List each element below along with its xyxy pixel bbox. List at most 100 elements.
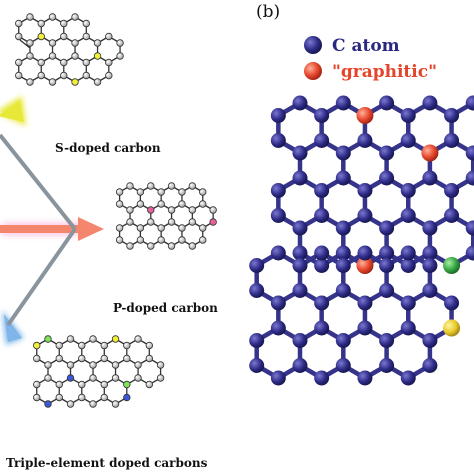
dopant-atom <box>356 257 374 274</box>
carbon-atom <box>199 224 207 232</box>
carbon-atom <box>71 13 79 21</box>
carbon-atom <box>145 380 154 389</box>
carbon-atom <box>136 200 145 208</box>
carbon-atom <box>444 295 460 311</box>
carbon-atom <box>111 400 120 408</box>
dopant-atom <box>443 319 461 337</box>
carbon-atom <box>292 170 308 186</box>
panel-label-b: (b) <box>256 2 280 22</box>
dopant-atom <box>123 393 131 402</box>
carbon-atom <box>335 220 351 236</box>
carbon-atom <box>465 95 474 111</box>
dopant-atom <box>356 107 374 124</box>
carbon-atom <box>422 358 438 373</box>
carbon-atom <box>105 58 113 67</box>
carbon-atom <box>71 52 79 60</box>
carbon-atom <box>44 374 52 382</box>
carbon-atom <box>134 335 142 343</box>
carbon-atom <box>292 145 308 161</box>
carbon-atom <box>188 182 197 190</box>
carbon-atom <box>292 333 308 348</box>
p-doped-carbon-structure <box>115 182 217 250</box>
carbon-atom <box>157 200 165 208</box>
carbon-atom <box>111 361 120 369</box>
carbon-atom <box>188 218 197 226</box>
carbon-atom <box>357 370 373 386</box>
carbon-atom <box>465 170 474 186</box>
carbon-atom <box>66 361 75 369</box>
carbon-atom <box>379 145 395 161</box>
dopant-atom <box>66 374 75 382</box>
carbon-atom <box>249 283 265 298</box>
graphene-lattice <box>249 95 474 386</box>
carbon-atom <box>55 354 63 363</box>
carbon-atom <box>33 354 41 363</box>
dopant-atom <box>147 206 155 214</box>
carbon-atom <box>136 224 145 232</box>
carbon-atom <box>422 333 438 348</box>
carbon-atom <box>33 380 41 389</box>
carbon-atom <box>188 242 197 250</box>
carbon-atom <box>82 19 90 28</box>
carbon-atom <box>126 242 134 250</box>
carbon-atom <box>199 188 207 196</box>
carbon-atom <box>292 95 308 111</box>
carbon-atom <box>48 13 57 21</box>
s-doped-carbon-structure <box>15 13 124 86</box>
carbon-atom <box>379 245 395 261</box>
carbon-atom <box>37 71 45 80</box>
carbon-atom <box>270 208 286 223</box>
carbon-atom <box>71 39 79 47</box>
carbon-atom <box>26 13 34 21</box>
carbon-atom <box>249 333 265 348</box>
carbon-atom <box>400 295 416 311</box>
carbon-atom <box>116 52 124 60</box>
carbon-atom <box>134 374 142 382</box>
carbon-atom <box>89 374 97 382</box>
carbon-atom <box>60 19 68 28</box>
carbon-atom <box>55 380 63 389</box>
carbon-atom <box>400 320 416 336</box>
carbon-atom <box>66 400 75 408</box>
carbon-atom <box>93 39 102 47</box>
carbon-atom <box>116 39 124 47</box>
carbon-atom <box>82 58 90 67</box>
carbon-atom <box>55 393 63 402</box>
carbon-atom <box>100 341 108 350</box>
carbon-atom <box>465 245 474 261</box>
carbon-atom <box>15 19 23 28</box>
carbon-atom <box>199 200 207 208</box>
carbon-atom <box>78 341 86 350</box>
carbon-atom <box>115 188 124 196</box>
carbon-atom <box>270 108 286 123</box>
carbon-atom <box>314 208 330 223</box>
carbon-atom <box>292 220 308 236</box>
s-doped-caption: S-doped carbon <box>55 141 161 155</box>
carbon-atom <box>249 358 265 373</box>
carbon-atom <box>422 170 438 186</box>
carbon-atom <box>123 354 131 363</box>
p-doped-caption: P-doped carbon <box>113 301 218 315</box>
dopant-atom <box>123 380 131 389</box>
carbon-atom <box>167 218 176 226</box>
carbon-atom <box>314 108 330 123</box>
carbon-atom <box>44 361 52 369</box>
carbon-atom <box>89 361 97 369</box>
carbon-atom <box>167 182 176 190</box>
carbon-atom <box>422 95 438 111</box>
carbon-atom <box>357 208 373 223</box>
dopant-atom <box>44 335 52 343</box>
carbon-atom <box>145 354 154 363</box>
carbon-atom <box>335 95 351 111</box>
carbon-atom <box>465 145 474 161</box>
carbon-atom <box>422 283 438 298</box>
dopant-atom <box>37 32 45 41</box>
carbon-atom <box>379 95 395 111</box>
carbon-atom <box>178 236 186 244</box>
carbon-atom <box>444 108 460 123</box>
carbon-atom <box>314 245 330 261</box>
carbon-atom <box>249 258 265 273</box>
carbon-atom <box>100 380 108 389</box>
carbon-atom <box>422 220 438 236</box>
